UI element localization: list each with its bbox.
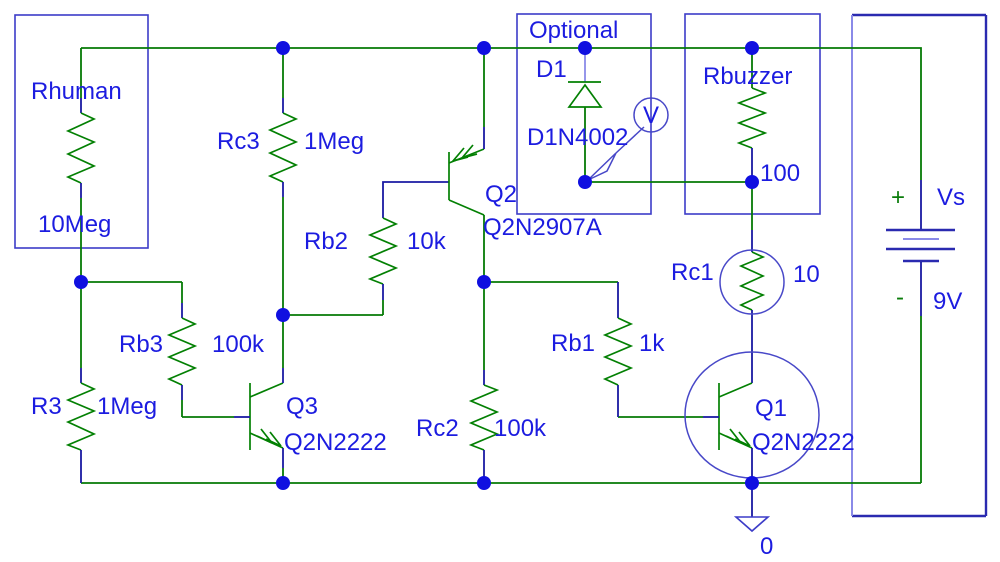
q2-name[interactable]: Q2 — [485, 181, 517, 208]
resistor-rc1[interactable] — [719, 230, 785, 383]
probe-label: V — [643, 102, 659, 129]
collector-lead[interactable] — [718, 382, 753, 398]
resistor-rhuman[interactable] — [65, 98, 97, 198]
resistor-zigzag[interactable] — [367, 217, 399, 285]
r3-name[interactable]: R3 — [31, 393, 62, 420]
junction-dot — [745, 476, 759, 490]
optional-annotation-box[interactable] — [516, 13, 652, 215]
junction-dot — [276, 308, 290, 322]
wire-rc3-q3collector-rb2[interactable] — [282, 197, 384, 368]
rb1-name[interactable]: Rb1 — [551, 330, 595, 357]
junction-dot — [578, 175, 592, 189]
q3-part[interactable]: Q2N2222 — [284, 429, 387, 456]
rc1-value[interactable]: 10 — [793, 261, 820, 288]
rb3-value[interactable]: 100k — [212, 331, 265, 358]
resistor-rc3[interactable] — [267, 98, 299, 197]
emitter-arrow — [459, 144, 478, 160]
rc2-name[interactable]: Rc2 — [416, 415, 459, 442]
probe-stem[interactable] — [615, 126, 645, 154]
junction-dot — [745, 175, 759, 189]
rc3-name[interactable]: Rc3 — [217, 128, 260, 155]
junction-dot — [477, 41, 491, 55]
resistor-zigzag[interactable] — [468, 384, 500, 451]
optional-label[interactable]: Optional — [529, 17, 618, 44]
collector-lead[interactable] — [249, 382, 284, 398]
junction-dots — [74, 41, 759, 490]
emitter-arrow — [725, 428, 742, 444]
battery-vs[interactable] — [886, 180, 955, 316]
junction-dot — [74, 275, 88, 289]
ground-triangle[interactable] — [733, 516, 771, 533]
junction-dot — [276, 476, 290, 490]
diode-d1[interactable] — [567, 48, 603, 108]
rb2-name[interactable]: Rb2 — [304, 228, 348, 255]
rhuman-name[interactable]: Rhuman — [31, 78, 122, 105]
rc2-value[interactable]: 100k — [494, 415, 547, 442]
resistor-zigzag[interactable] — [602, 317, 634, 386]
rc1-highlight-circle[interactable] — [719, 249, 785, 315]
emitter-arrow — [256, 428, 273, 444]
rb3-name[interactable]: Rb3 — [119, 331, 163, 358]
vs-name[interactable]: Vs — [937, 184, 965, 211]
vs-minus-sign: - — [896, 284, 904, 311]
ground-symbol[interactable] — [733, 483, 771, 533]
resistor-rb1[interactable] — [602, 282, 634, 417]
rb2-value[interactable]: 10k — [407, 228, 447, 255]
rc1-name[interactable]: Rc1 — [671, 259, 714, 286]
junction-dot — [276, 41, 290, 55]
wire-diode-rbuzzer-rc1[interactable] — [584, 107, 753, 230]
diode-triangle[interactable] — [567, 83, 603, 108]
r3-value[interactable]: 1Meg — [97, 393, 157, 420]
rb1-value[interactable]: 1k — [639, 330, 665, 357]
rc3-value[interactable]: 1Meg — [304, 128, 364, 155]
q2-part[interactable]: Q2N2907A — [483, 214, 602, 241]
resistor-zigzag[interactable] — [736, 87, 768, 149]
rbuzzer-value[interactable]: 100 — [760, 160, 800, 187]
wire-q2collector-rc2-rb1[interactable] — [483, 215, 618, 370]
vs-plus-sign: + — [891, 184, 905, 211]
q1-name[interactable]: Q1 — [755, 395, 787, 422]
probe-circle[interactable] — [633, 97, 669, 133]
wire-bottom-rail[interactable] — [81, 316, 922, 484]
q1-part[interactable]: Q2N2222 — [752, 429, 855, 456]
vs-value[interactable]: 9V — [933, 288, 962, 315]
junction-dot — [477, 275, 491, 289]
resistor-zigzag[interactable] — [65, 382, 97, 451]
resistor-zigzag[interactable] — [166, 317, 198, 386]
q3-name[interactable]: Q3 — [286, 393, 318, 420]
transistor-q3[interactable] — [234, 368, 284, 468]
d1-name[interactable]: D1 — [536, 56, 567, 83]
ground-label[interactable]: 0 — [760, 533, 773, 560]
labels: Optional Rhuman 10Meg Rc3 1Meg Rb3 100k … — [31, 17, 965, 560]
resistor-rb3[interactable] — [166, 303, 198, 400]
wire-top-rail[interactable] — [80, 47, 922, 180]
junction-dot — [477, 476, 491, 490]
wire-rb3-q3base[interactable] — [181, 400, 234, 418]
rhuman-value[interactable]: 10Meg — [38, 211, 111, 238]
transistor-q2[interactable] — [448, 127, 485, 216]
vs-annotation-box[interactable] — [851, 13, 988, 518]
d1-part[interactable]: D1N4002 — [527, 124, 628, 151]
resistor-zigzag[interactable] — [738, 251, 766, 311]
resistor-rb2[interactable] — [367, 181, 449, 300]
resistor-r3[interactable] — [65, 368, 97, 483]
probe-arrowhead — [587, 152, 617, 181]
junction-dot — [578, 41, 592, 55]
resistor-zigzag[interactable] — [267, 112, 299, 183]
collector-lead[interactable] — [448, 199, 485, 216]
voltage-probe[interactable]: V — [587, 97, 669, 181]
junction-dot — [745, 41, 759, 55]
resistor-zigzag[interactable] — [65, 112, 97, 184]
rbuzzer-name[interactable]: Rbuzzer — [703, 63, 792, 90]
